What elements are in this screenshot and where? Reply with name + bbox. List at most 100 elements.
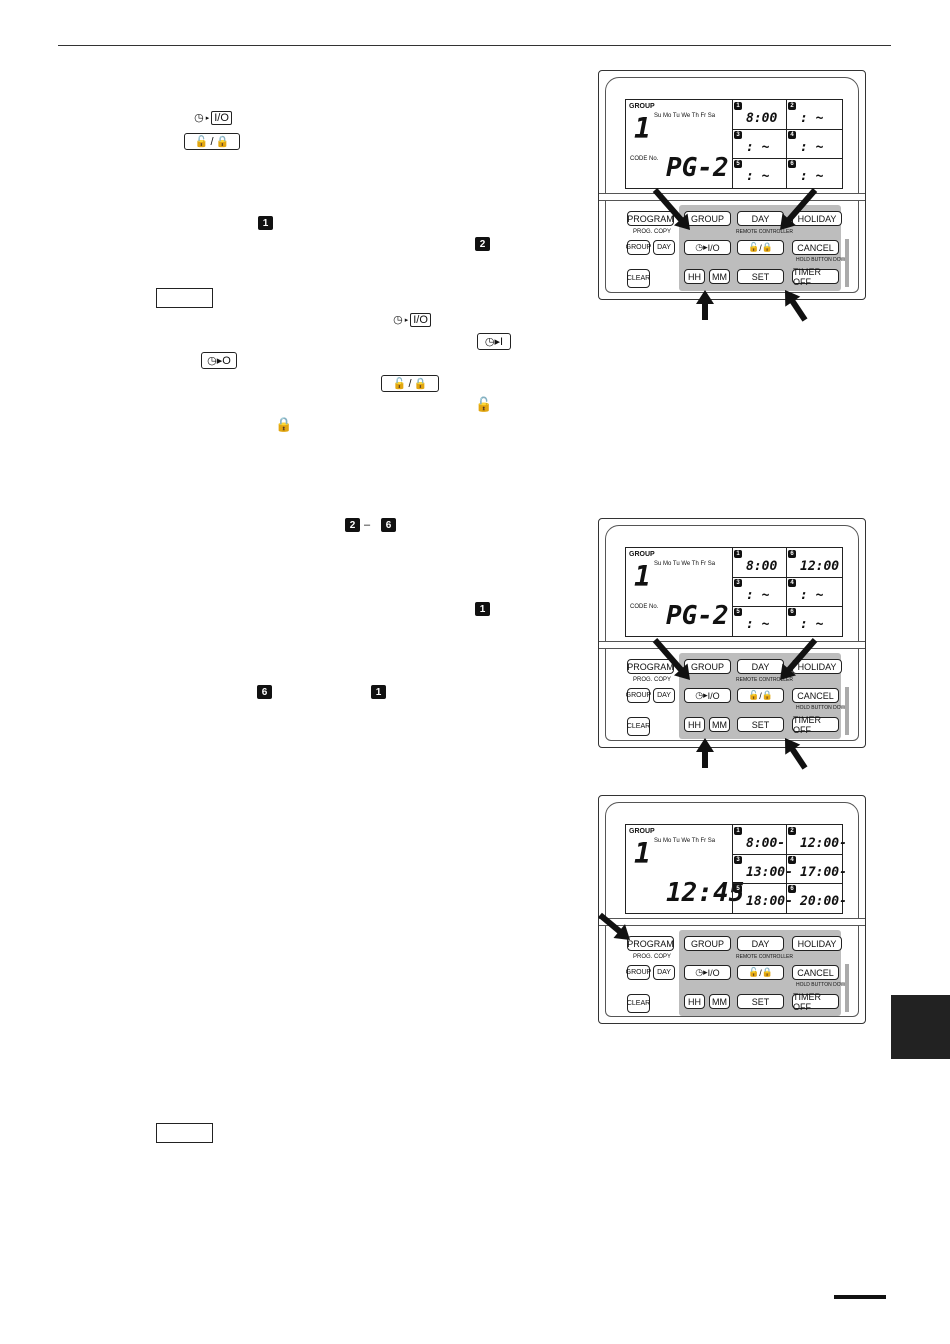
main-display: PG-2 xyxy=(666,601,729,631)
slot-number: 4 xyxy=(788,856,796,864)
badge-num: 1 xyxy=(262,217,269,229)
lock-closed-icon: 🔒 xyxy=(761,242,773,252)
program-button[interactable]: PROGRAM xyxy=(627,659,674,674)
side-strip xyxy=(845,687,849,735)
slot-time: : ~ xyxy=(800,617,824,632)
mm-button[interactable]: MM xyxy=(709,269,730,284)
clear-button[interactable]: CLEAR xyxy=(627,717,650,736)
lcd-screen: GROUP 1 Su Mo Tu We Th Fr Sa CODE No. PG… xyxy=(625,547,843,637)
step-badge-1c: 1 xyxy=(371,685,386,699)
group-small-button[interactable]: GROUP xyxy=(626,965,651,980)
badge-num: 6 xyxy=(261,686,268,698)
lock-closed-icon: 🔒 xyxy=(761,967,773,977)
day-small-button[interactable]: DAY xyxy=(653,688,675,703)
slot-num-text: 6 xyxy=(790,161,794,167)
slot-number: 6 xyxy=(788,885,796,893)
panel-bezel xyxy=(605,525,859,741)
onoff-text: I/O xyxy=(707,242,720,253)
group-button[interactable]: GROUP xyxy=(684,211,731,226)
remote-controller-label: REMOTE CONTROLLER xyxy=(736,677,793,683)
slot-time: : ~ xyxy=(746,588,770,603)
pointer-arrow-1 xyxy=(652,188,691,231)
cancel-button[interactable]: CANCEL xyxy=(792,688,839,703)
day-small-button[interactable]: DAY xyxy=(653,965,675,980)
slot-num-text: 2 xyxy=(790,103,794,109)
day-row: Su Mo Tu We Th Fr Sa xyxy=(654,561,716,567)
slot-num-text: 2 xyxy=(790,828,794,834)
slot-time: 18:00- xyxy=(746,894,793,909)
pointer-arrow-7 xyxy=(696,738,714,768)
cancel-button[interactable]: CANCEL xyxy=(792,240,839,255)
set-button[interactable]: SET xyxy=(737,994,784,1009)
lock-text: / xyxy=(759,242,762,253)
cutaway-line xyxy=(599,918,865,926)
holiday-button[interactable]: HOLIDAY xyxy=(792,936,842,951)
clock-icon: ◷ xyxy=(393,314,403,326)
slot-num-text: 6 xyxy=(790,886,794,892)
badge-num: 1 xyxy=(479,603,486,615)
hh-button[interactable]: HH xyxy=(684,717,705,732)
remote-panel-2: GROUP 1 Su Mo Tu We Th Fr Sa CODE No. PG… xyxy=(598,518,866,748)
lock-toggle-inline: 🔓/🔒 xyxy=(184,133,240,150)
main-display: PG-2 xyxy=(666,153,729,183)
clear-button[interactable]: CLEAR xyxy=(627,269,650,288)
clock-icon: ◷▸ xyxy=(695,242,708,252)
holiday-button[interactable]: HOLIDAY xyxy=(792,659,842,674)
slot-num-text: 6 xyxy=(790,551,794,557)
prog-copy-label: PROG. COPY xyxy=(633,229,672,235)
lock-open-icon: 🔓 xyxy=(475,396,493,412)
slot-time: : ~ xyxy=(800,588,824,603)
lock-toggle-icon: 🔓 xyxy=(748,967,760,977)
program-button[interactable]: PROGRAM xyxy=(627,936,674,951)
clock-on-icon: ◷▸I xyxy=(484,336,504,348)
clock-onoff-button[interactable]: ◷▸I/O xyxy=(684,965,731,980)
group-small-button[interactable]: GROUP xyxy=(626,240,651,255)
hh-button[interactable]: HH xyxy=(684,994,705,1009)
clear-button[interactable]: CLEAR xyxy=(627,994,650,1013)
slot-number: 1 xyxy=(734,102,742,110)
cutaway-line xyxy=(599,193,865,201)
slot-num-text: 5 xyxy=(736,161,740,167)
slot-time: 12:00- xyxy=(800,836,847,851)
hh-button[interactable]: HH xyxy=(684,269,705,284)
mm-button[interactable]: MM xyxy=(709,717,730,732)
lock-button[interactable]: 🔓/🔒 xyxy=(737,965,784,980)
set-button[interactable]: SET xyxy=(737,269,784,284)
panel-bezel xyxy=(605,802,859,1017)
group-button[interactable]: GROUP xyxy=(684,936,731,951)
hold-label: HOLD BUTTON DOWN xyxy=(796,705,849,711)
lock-button[interactable]: 🔓/🔒 xyxy=(737,688,784,703)
lock-button[interactable]: 🔓/🔒 xyxy=(737,240,784,255)
clock-icon: ◷ xyxy=(194,112,204,124)
slot-num-text: 4 xyxy=(790,132,794,138)
timer-off-button[interactable]: TIMER OFF xyxy=(792,992,839,1012)
timer-off-button[interactable]: TIMER OFF xyxy=(792,715,839,735)
clock-onoff-button[interactable]: ◷▸I/O xyxy=(684,688,731,703)
slot-num-text: 4 xyxy=(790,580,794,586)
clock-off-icon: ◷▸O xyxy=(207,355,231,367)
prog-copy-label: PROG. COPY xyxy=(633,954,672,960)
slot-num-text: 1 xyxy=(736,551,740,557)
slot-number: 3 xyxy=(734,856,742,864)
cutaway-line xyxy=(599,641,865,649)
day-button[interactable]: DAY xyxy=(737,659,784,674)
group-small-button[interactable]: GROUP xyxy=(626,688,651,703)
clock-onoff-button[interactable]: ◷▸I/O xyxy=(684,240,731,255)
lock-text: / xyxy=(759,690,762,701)
badge-num: 1 xyxy=(375,686,382,698)
day-button[interactable]: DAY xyxy=(737,936,784,951)
badge-num: 2 xyxy=(479,238,486,250)
slot-number: 5 xyxy=(734,608,742,616)
onoff-label: I/O xyxy=(211,110,232,125)
cancel-button[interactable]: CANCEL xyxy=(792,965,839,980)
clock-off-icon-box: ◷▸O xyxy=(201,352,237,369)
mm-button[interactable]: MM xyxy=(709,994,730,1009)
timer-off-button[interactable]: TIMER OFF xyxy=(792,267,839,287)
step-badge-1b: 1 xyxy=(475,602,490,616)
day-small-button[interactable]: DAY xyxy=(653,240,675,255)
program-button[interactable]: PROGRAM xyxy=(627,211,674,226)
set-button[interactable]: SET xyxy=(737,717,784,732)
lock-text: / xyxy=(759,967,762,978)
step-badge-2: 2 xyxy=(475,237,490,251)
slot-number: 5 xyxy=(734,160,742,168)
